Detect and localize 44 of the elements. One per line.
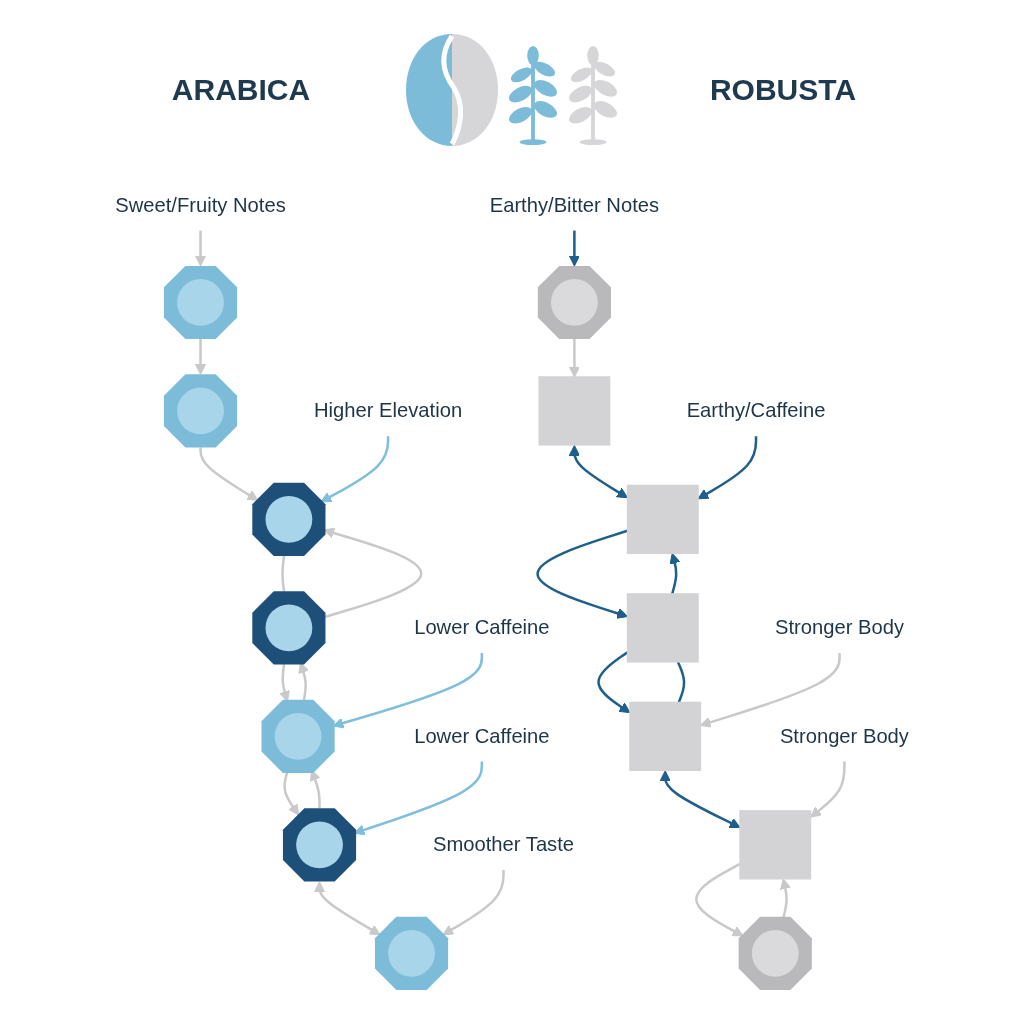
node-text: Smoother Taste — [432, 833, 574, 855]
arrow — [568, 445, 628, 499]
arrow — [194, 230, 206, 267]
arrow — [442, 870, 505, 936]
arrow — [313, 881, 381, 936]
arrow — [279, 664, 290, 702]
node-octagon — [537, 265, 611, 340]
connector — [676, 661, 686, 703]
node-text: Earthy/Caffeine — [686, 399, 826, 422]
arrow — [199, 447, 259, 501]
arrow — [810, 761, 846, 818]
node-text: Stronger Body — [774, 616, 904, 638]
arrow — [669, 552, 681, 595]
arrow — [568, 230, 580, 267]
column-heading: ARABICA — [170, 73, 312, 107]
node-box — [626, 484, 699, 555]
node-text: Higher Elevation — [313, 399, 463, 422]
column-heading: ROBUSTA — [708, 73, 858, 107]
node-box — [739, 810, 812, 880]
connector — [281, 555, 286, 592]
node-octagon — [163, 265, 237, 340]
arrow — [694, 862, 744, 937]
node-box — [629, 701, 702, 772]
node-octagon — [261, 699, 335, 773]
node-octagon — [374, 916, 448, 990]
arrow — [194, 339, 206, 375]
node-text: Lower Caffeine — [414, 725, 550, 747]
arrow — [536, 529, 628, 619]
node-text: Stronger Body — [779, 725, 909, 747]
node-box — [538, 376, 611, 446]
arrow — [779, 878, 791, 918]
node-octagon — [282, 808, 356, 882]
arrow — [320, 436, 390, 503]
node-text: Earthy/Bitter Notes — [489, 193, 659, 216]
arrow — [283, 771, 299, 816]
node-octagon — [738, 916, 812, 990]
node-octagon — [252, 482, 326, 556]
node-text: Lower Caffeine — [414, 616, 550, 638]
node-octagon — [252, 591, 326, 665]
node-box — [626, 593, 699, 663]
node-text: Sweet/Fruity Notes — [115, 193, 286, 216]
arrow — [298, 662, 309, 701]
arrow — [568, 339, 580, 378]
node-octagon — [163, 374, 237, 448]
